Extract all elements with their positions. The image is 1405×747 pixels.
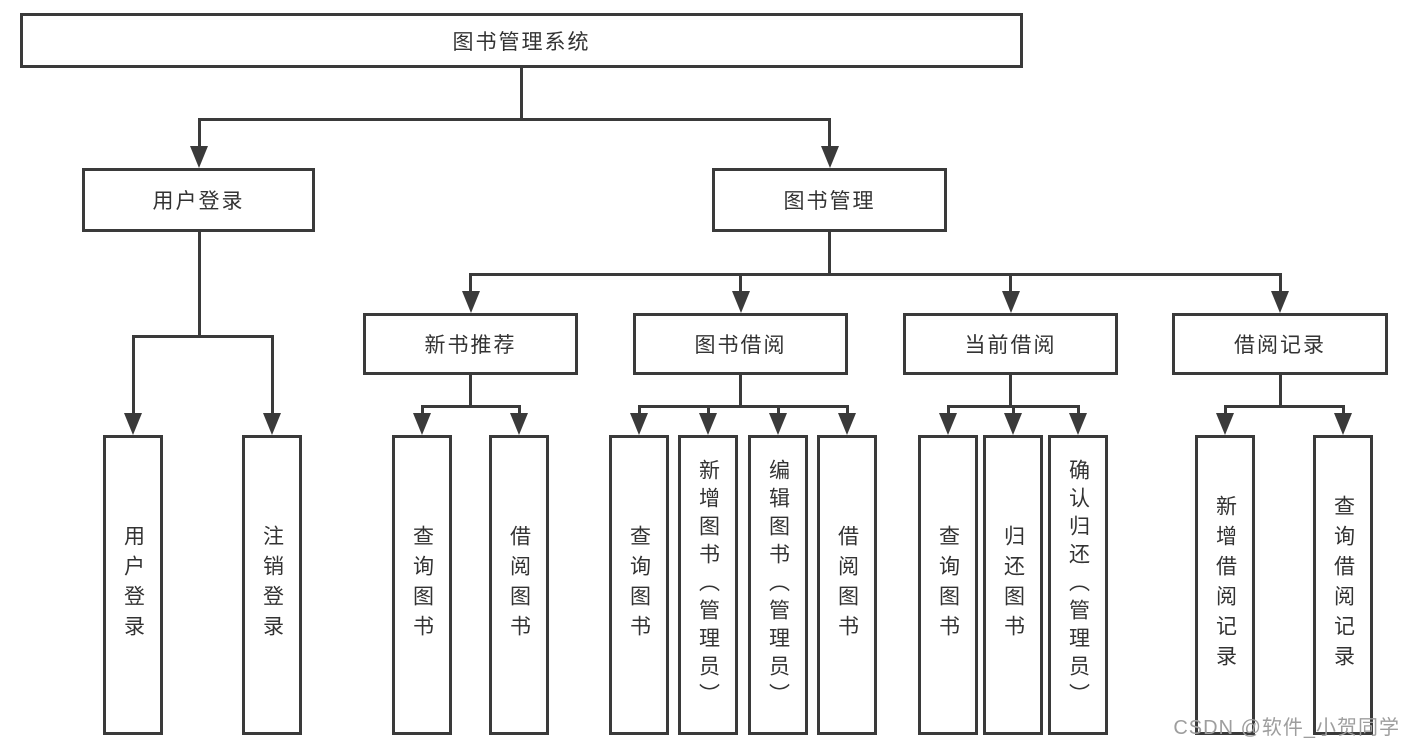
arrowhead-down-icon [413,413,431,435]
connector-h-line [420,405,521,408]
connector-h-line [1223,405,1345,408]
connector-v-line [828,232,831,273]
connector-v-line [1076,405,1080,413]
connector-v-line [845,405,849,413]
connector-v-line [469,375,472,405]
connector-v-line [1009,375,1012,405]
connector-v-line [420,405,424,413]
connector-v-line [776,405,780,413]
connector-v-line [131,335,135,413]
connector-v-line [520,68,523,118]
node-book-management: 图书管理 [712,168,947,232]
node-root-system: 图书管理系统 [20,13,1023,68]
arrowhead-down-icon [1004,413,1022,435]
connector-v-line [739,273,742,291]
connector-v-line [739,375,742,405]
connector-v-line [1223,405,1227,413]
connector-v-line [517,405,521,413]
leaf-query-books-borrow: 查询图书 [609,435,669,735]
leaf-edit-book-admin: 编辑图书（管理员） [748,435,808,735]
connector-v-line [197,118,201,146]
arrowhead-down-icon [263,413,281,435]
csdn-watermark: CSDN @软件_小贺同学 [1173,717,1400,739]
leaf-query-books-recommend: 查询图书 [392,435,452,735]
arrowhead-down-icon [461,291,480,313]
leaf-borrow-books-recommend: 借阅图书 [489,435,549,735]
leaf-logout: 注销登录 [242,435,302,735]
arrowhead-down-icon [1271,291,1289,313]
connector-v-line [1341,405,1345,413]
leaf-add-book-admin: 新增图书（管理员） [678,435,738,735]
arrowhead-down-icon [1216,413,1234,435]
connector-h-line [469,273,1280,276]
connector-h-line [131,335,274,338]
node-current-borrow: 当前借阅 [903,313,1118,375]
arrowhead-down-icon [731,291,750,313]
connector-v-line [270,335,274,413]
connector-v-line [637,405,641,413]
arrowhead-down-icon [510,413,528,435]
connector-v-line [946,405,950,413]
arrowhead-down-icon [838,413,856,435]
arrowhead-down-icon [630,413,648,435]
leaf-add-borrow-record: 新增借阅记录 [1195,435,1255,735]
arrowhead-down-icon [820,146,839,168]
leaf-borrow-books: 借阅图书 [817,435,877,735]
connector-v-line [1278,273,1282,291]
connector-v-line [1011,405,1015,413]
arrowhead-down-icon [1069,413,1087,435]
arrowhead-down-icon [769,413,787,435]
connector-v-line [197,232,201,335]
leaf-query-books-current: 查询图书 [918,435,978,735]
arrowhead-down-icon [190,146,208,168]
connector-v-line [828,118,831,146]
connector-v-line [1278,375,1282,405]
node-borrow-records: 借阅记录 [1172,313,1388,375]
connector-v-line [469,273,472,291]
arrowhead-down-icon [939,413,957,435]
leaf-return-book: 归还图书 [983,435,1043,735]
node-user-login: 用户登录 [82,168,315,232]
connector-v-line [1009,273,1012,291]
arrowhead-down-icon [699,413,717,435]
leaf-user-login: 用户登录 [103,435,163,735]
node-new-book-recommend: 新书推荐 [363,313,578,375]
connector-h-line [198,118,831,121]
arrowhead-down-icon [1334,413,1352,435]
connector-v-line [706,405,710,413]
node-book-borrow: 图书借阅 [633,313,848,375]
connector-h-line [637,405,849,408]
arrowhead-down-icon [124,413,142,435]
leaf-query-borrow-record: 查询借阅记录 [1313,435,1373,735]
arrowhead-down-icon [1001,291,1020,313]
leaf-confirm-return-admin: 确认归还（管理员） [1048,435,1108,735]
